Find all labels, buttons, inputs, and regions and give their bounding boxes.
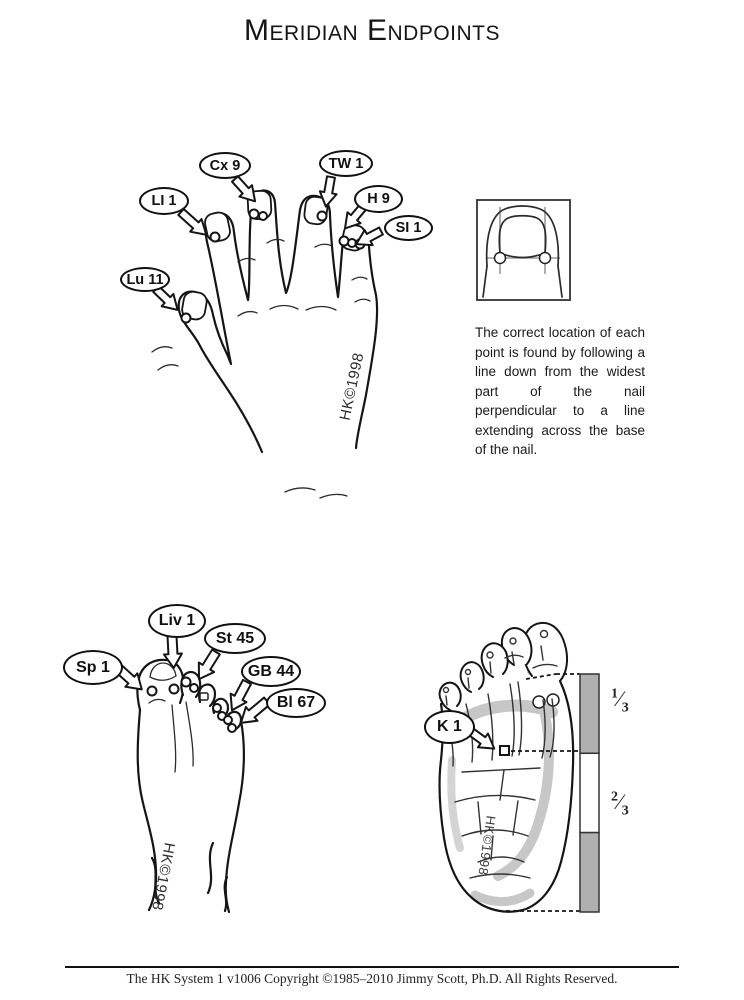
label-gb44: GB 44 xyxy=(241,656,301,687)
point-st45 xyxy=(180,676,192,688)
arrow-lu11 xyxy=(152,285,179,311)
label-bl67: Bl 67 xyxy=(266,688,326,718)
label-liv1: Liv 1 xyxy=(148,604,206,638)
thirds-bar xyxy=(506,673,600,913)
page-title: Meridian Endpoints xyxy=(243,14,501,47)
foot-top-illustration xyxy=(136,658,245,914)
label-h9: H 9 xyxy=(354,185,403,213)
arrow-cx9 xyxy=(231,175,257,203)
point-tw1 xyxy=(316,210,328,222)
label-si1: SI 1 xyxy=(384,215,433,241)
label-cx9: Cx 9 xyxy=(199,152,251,179)
point-gb44 xyxy=(212,703,222,713)
fraction-two-thirds: 2⁄3 xyxy=(611,789,629,819)
point-cx9 xyxy=(248,208,260,220)
hand-illustration xyxy=(151,189,379,499)
label-li1: LI 1 xyxy=(139,187,189,215)
point-bl67 xyxy=(223,715,233,725)
pointer-arrows xyxy=(113,175,496,750)
nail-inset-diagram xyxy=(476,199,571,301)
arrow-tw1 xyxy=(318,175,338,208)
point-lu11 xyxy=(180,312,192,324)
arrow-gb44 xyxy=(229,678,252,712)
label-tw1: TW 1 xyxy=(319,150,373,177)
fraction-one-third: 1⁄3 xyxy=(611,686,629,716)
point-liv1 xyxy=(168,683,180,695)
label-sp1: Sp 1 xyxy=(63,650,123,685)
arrow-st45 xyxy=(197,648,221,681)
nail-location-caption: The correct location of each point is fo… xyxy=(475,325,645,457)
label-lu11: Lu 11 xyxy=(120,267,170,292)
label-st45: St 45 xyxy=(204,623,266,654)
footer-copyright: The HK System 1 v1006 Copyright ©1985–20… xyxy=(126,971,618,986)
arrow-si1 xyxy=(355,226,384,247)
foot-sole-illustration xyxy=(438,621,575,913)
point-li1 xyxy=(209,231,221,243)
arrow-liv1 xyxy=(162,634,183,669)
point-sp1 xyxy=(146,685,158,697)
footer-rule xyxy=(65,966,679,968)
point-k1 xyxy=(499,745,510,756)
label-k1: K 1 xyxy=(424,710,475,744)
arrow-bl67 xyxy=(239,696,271,724)
arrow-li1 xyxy=(177,208,208,236)
